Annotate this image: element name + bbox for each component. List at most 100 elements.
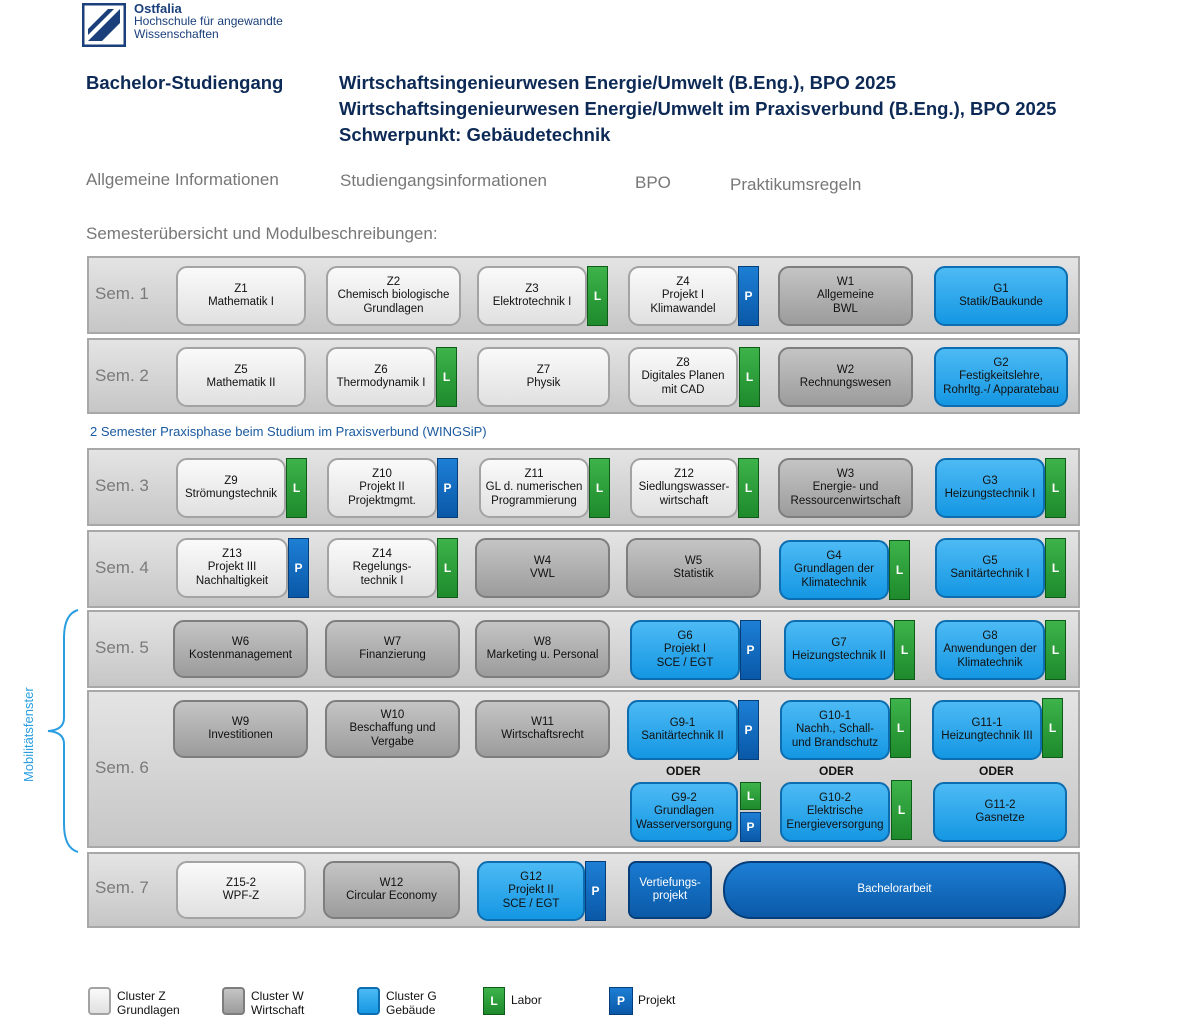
logo-text: Ostfalia Hochschule für angewandte Wisse… (134, 2, 283, 41)
section-title: Semesterübersicht und Modulbeschreibunge… (86, 224, 438, 243)
labor-badge-g11-1: L (1042, 698, 1063, 758)
module-g12[interactable]: G12 Projekt II SCE / EGT (477, 861, 585, 921)
praxis-note: 2 Semester Praxisphase beim Studium im P… (90, 424, 487, 439)
module-z9[interactable]: Z9 Strömungstechnik (176, 458, 286, 518)
legend-swatch-projekt: P (609, 987, 633, 1015)
legend-swatch-z (88, 987, 111, 1015)
semester-label-3: Sem. 3 (95, 476, 149, 495)
program-title-1: Wirtschaftsingenieurwesen Energie/Umwelt… (339, 72, 897, 93)
module-g4[interactable]: G4 Grundlagen der Klimatechnik (779, 540, 889, 600)
module-w1[interactable]: W1 Allgemeine BWL (778, 266, 913, 326)
module-w11[interactable]: W11 Wirtschaftsrecht (475, 700, 610, 758)
mobility-bracket-icon (47, 609, 79, 853)
module-g3[interactable]: G3 Heizungstechnik I (935, 458, 1045, 518)
module-g10-1[interactable]: G10-1 Nachh., Schall- und Brandschutz (780, 700, 890, 760)
module-g8[interactable]: G8 Anwendungen der Klimatechnik (935, 620, 1045, 680)
module-z10[interactable]: Z10 Projekt II Projektmgmt. (327, 458, 437, 518)
module-g11-1[interactable]: G11-1 Heizungtechnik III (932, 700, 1042, 760)
projekt-badge-z10: P (437, 458, 458, 518)
module-w4[interactable]: W4 VWL (475, 538, 610, 598)
module-z13[interactable]: Z13 Projekt III Nachhaltigkeit (176, 538, 288, 598)
legend-label-z: Cluster Z Grundlagen (117, 989, 180, 1017)
labor-badge-z11: L (589, 458, 610, 518)
module-w7[interactable]: W7 Finanzierung (325, 620, 460, 678)
nav-link-bpo[interactable]: BPO (635, 173, 671, 192)
labor-badge-z6: L (436, 347, 457, 407)
legend-swatch-g (357, 987, 380, 1015)
projekt-badge-g9-1: P (738, 700, 759, 760)
projekt-badge-g9-2: P (740, 812, 761, 842)
program-title-2: Wirtschaftsingenieurwesen Energie/Umwelt… (339, 98, 1057, 119)
module-g9-2[interactable]: G9-2 Grundlagen Wasserversorgung (630, 782, 738, 842)
module-z3[interactable]: Z3 Elektrotechnik I (477, 266, 587, 326)
module-z14[interactable]: Z14 Regelungs- technik I (327, 538, 437, 598)
semester-label-2: Sem. 2 (95, 366, 149, 385)
semester-label-7: Sem. 7 (95, 878, 149, 897)
ostfalia-logo-icon (82, 3, 126, 47)
mobility-window-label: Mobilitätsfenster (21, 687, 36, 782)
module-g9-1[interactable]: G9-1 Sanitärtechnik II (627, 700, 738, 760)
module-w12[interactable]: W12 Circular Economy (323, 861, 460, 919)
legend-label-projekt: Projekt (638, 993, 676, 1007)
oder-label-g11: ODER (979, 764, 1014, 778)
module-w6[interactable]: W6 Kostenmanagement (173, 620, 308, 678)
labor-badge-z9: L (286, 458, 307, 518)
module-z5[interactable]: Z5 Mathematik II (176, 347, 306, 407)
module-z2[interactable]: Z2 Chemisch biologische Grundlagen (326, 266, 461, 326)
legend-label-w: Cluster W Wirtschaft (251, 989, 305, 1017)
labor-badge-g5: L (1045, 538, 1066, 598)
module-vertiefungsprojekt[interactable]: Vertiefungs- projekt (628, 861, 712, 919)
labor-badge-g8: L (1045, 620, 1066, 680)
labor-badge-g10-2: L (891, 780, 912, 840)
module-z15-2[interactable]: Z15-2 WPF-Z (176, 861, 306, 919)
module-g2[interactable]: G2 Festigkeitslehre, Rohrltg.-/ Apparate… (934, 347, 1068, 407)
module-z8[interactable]: Z8 Digitales Planen mit CAD (628, 347, 738, 407)
labor-badge-g3: L (1045, 458, 1066, 518)
labor-badge-z12: L (738, 458, 759, 518)
legend-label-g: Cluster G Gebäude (386, 989, 437, 1017)
projekt-badge-z13: P (288, 538, 309, 598)
module-w5[interactable]: W5 Statistik (626, 538, 761, 598)
module-g5[interactable]: G5 Sanitärtechnik I (935, 538, 1045, 598)
semester-label-4: Sem. 4 (95, 558, 149, 577)
module-g10-2[interactable]: G10-2 Elektrische Energieversorgung (780, 782, 890, 842)
module-w8[interactable]: W8 Marketing u. Personal (475, 620, 610, 678)
module-z12[interactable]: Z12 Siedlungswasser- wirtschaft (630, 458, 738, 518)
nav-link-allgemein[interactable]: Allgemeine Informationen (86, 170, 279, 189)
semester-label-5: Sem. 5 (95, 638, 149, 657)
module-w3[interactable]: W3 Energie- und Ressourcenwirtschaft (778, 458, 913, 518)
module-z11[interactable]: Z11 GL d. numerischen Programmierung (479, 458, 589, 518)
labor-badge-g4: L (889, 540, 910, 600)
logo-brand: Ostfalia (134, 1, 182, 16)
module-w9[interactable]: W9 Investitionen (173, 700, 308, 758)
oder-label-g10: ODER (819, 764, 854, 778)
module-z6[interactable]: Z6 Thermodynamik I (326, 347, 436, 407)
nav-link-studiengang[interactable]: Studiengangsinformationen (340, 171, 547, 190)
program-label: Bachelor-Studiengang (86, 72, 284, 93)
module-g6[interactable]: G6 Projekt I SCE / EGT (630, 620, 740, 680)
module-g11-2[interactable]: G11-2 Gasnetze (933, 782, 1067, 842)
semester-label-1: Sem. 1 (95, 284, 149, 303)
logo-line1: Hochschule für angewandte (134, 14, 283, 28)
legend-label-labor: Labor (511, 993, 542, 1007)
semester-label-6: Sem. 6 (95, 758, 149, 777)
labor-badge-g9-2: L (740, 782, 761, 810)
module-bachelorarbeit[interactable]: Bachelorarbeit (723, 861, 1066, 919)
module-z4[interactable]: Z4 Projekt I Klimawandel (628, 266, 738, 326)
module-w2[interactable]: W2 Rechnungswesen (778, 347, 913, 407)
legend-swatch-w (222, 987, 245, 1015)
labor-badge-z14: L (437, 538, 458, 598)
logo-line2: Wissenschaften (134, 27, 219, 41)
projekt-badge-z4: P (738, 266, 759, 326)
labor-badge-z8: L (739, 347, 760, 407)
projekt-badge-g6: P (740, 620, 761, 680)
nav-link-praktikum[interactable]: Praktikumsregeln (730, 175, 862, 194)
module-z7[interactable]: Z7 Physik (477, 347, 610, 407)
module-z1[interactable]: Z1 Mathematik I (176, 266, 306, 326)
labor-badge-g10-1: L (890, 698, 911, 758)
module-w10[interactable]: W10 Beschaffung und Vergabe (325, 700, 460, 758)
module-g1[interactable]: G1 Statik/Baukunde (934, 266, 1068, 326)
program-focus: Schwerpunkt: Gebäudetechnik (339, 124, 611, 145)
projekt-badge-g12: P (585, 861, 606, 921)
module-g7[interactable]: G7 Heizungstechnik II (784, 620, 894, 680)
